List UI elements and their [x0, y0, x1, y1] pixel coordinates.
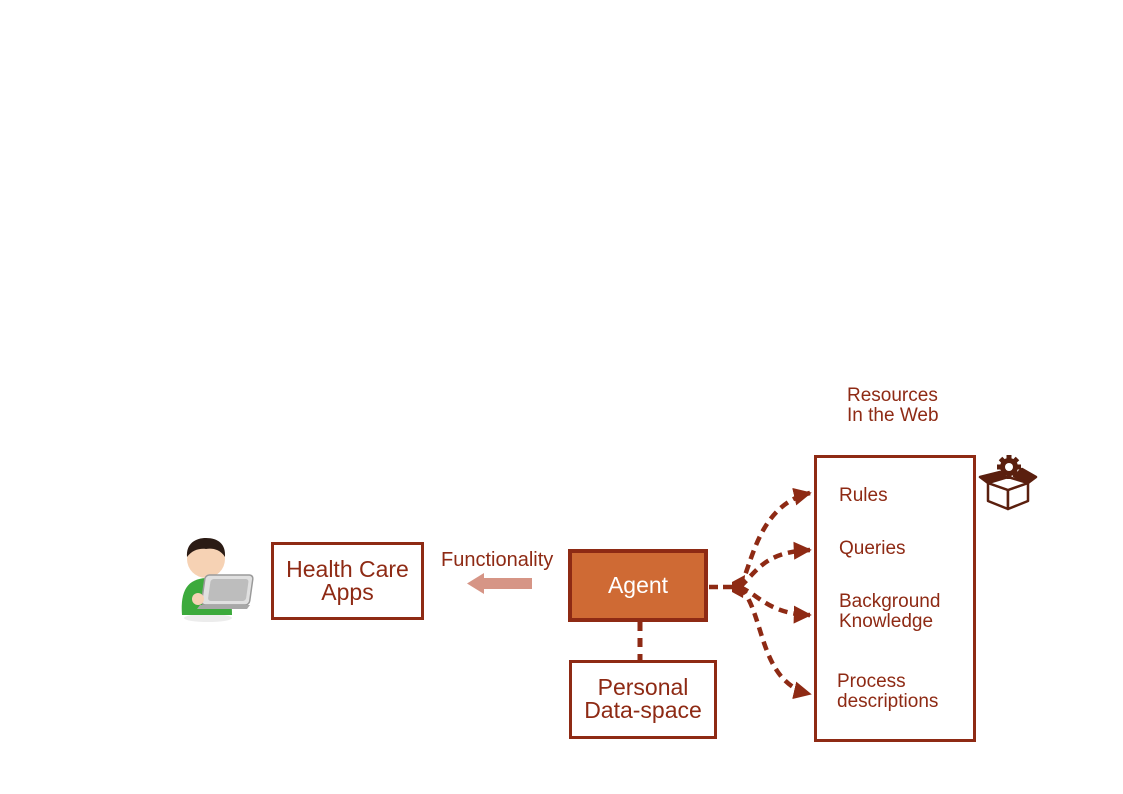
connector-queries: [738, 541, 812, 589]
resource-item-queries: Queries: [839, 539, 906, 559]
functionality-arrow: [467, 573, 532, 594]
health-care-apps-line2: Apps: [321, 579, 374, 605]
functionality-label: Functionality: [441, 549, 554, 571]
agent-resource-connectors: [709, 487, 812, 700]
resource-item-label: Background: [839, 591, 941, 612]
resource-item-background-knowledge: Background Knowledge: [839, 592, 940, 632]
resource-item-label-line2: descriptions: [837, 691, 939, 712]
resource-item-process-descriptions: Process descriptions: [837, 672, 938, 712]
connector-background-knowledge: [739, 584, 812, 624]
resources-title-line1: Resources: [847, 385, 938, 406]
connector-junction: [732, 575, 745, 598]
package-gear-icon: [978, 455, 1040, 513]
health-care-apps-box: Health Care Apps: [271, 542, 424, 620]
health-care-apps-line1: Health Care: [286, 556, 409, 582]
resources-title: Resources In the Web: [847, 386, 939, 426]
resource-item-label: Rules: [839, 485, 888, 506]
connector-rules: [737, 487, 812, 589]
connector-process-descriptions: [738, 585, 812, 700]
person-with-laptop-icon: [170, 535, 265, 630]
resource-item-label: Process: [837, 671, 906, 692]
resources-box: [814, 455, 976, 742]
resources-title-line2: In the Web: [847, 405, 939, 426]
resource-item-label: Queries: [839, 538, 906, 559]
personal-dataspace-box: Personal Data-space: [569, 660, 717, 739]
agent-label: Agent: [607, 572, 669, 598]
resource-item-label-line2: Knowledge: [839, 611, 934, 632]
dataspace-line1: Personal: [597, 674, 689, 700]
dataspace-line2: Data-space: [584, 697, 702, 723]
resource-item-rules: Rules: [839, 486, 888, 506]
agent-box: Agent: [568, 549, 708, 622]
